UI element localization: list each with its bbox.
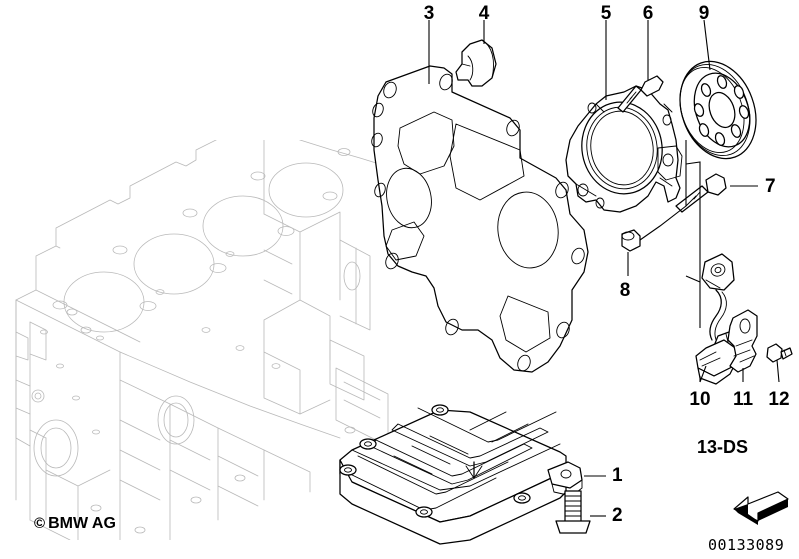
callout-12[interactable]: 12 [768, 389, 790, 410]
callout-9[interactable]: 9 [698, 3, 710, 24]
part-rear-engine-plate-gasket [371, 65, 589, 373]
part-sensor-bracket [727, 309, 758, 373]
part-sealing-plug-cap [455, 39, 497, 87]
part-drive-plate-hub [679, 60, 757, 160]
callout-3[interactable]: 3 [423, 3, 435, 24]
callout-5[interactable]: 5 [600, 3, 612, 24]
callout-6[interactable]: 6 [642, 3, 654, 24]
part-sensor-fixing-screw [766, 343, 793, 363]
leader-10b [699, 365, 707, 383]
callout-4[interactable]: 4 [478, 3, 490, 24]
leader-9 [703, 19, 711, 71]
callout-8[interactable]: 8 [619, 280, 631, 301]
copyright-symbol: © [34, 515, 46, 532]
callout-7[interactable]: 7 [765, 176, 776, 197]
part-crankshaft-rear-seal-housing [565, 85, 683, 213]
part-dowel-sleeve [621, 229, 641, 252]
view-direction-arrow-icon [733, 491, 789, 525]
part-housing-bolt [617, 75, 664, 113]
copyright-notice: ©BMW AG [34, 515, 116, 533]
leader-12 [776, 359, 780, 383]
leader-lines [428, 19, 780, 517]
diagram-id-label: 00133089 [708, 536, 785, 554]
part-hex-flange-bolt [675, 173, 727, 213]
callout-2[interactable]: 2 [612, 505, 623, 526]
engine-cylinder-block [15, 140, 401, 540]
copyright-text: BMW AG [48, 515, 116, 532]
part-baffle-mounting-bolt [555, 490, 591, 534]
group-code-label: 13-DS [697, 437, 749, 457]
callout-10[interactable]: 10 [689, 389, 711, 410]
callout-11[interactable]: 11 [732, 389, 754, 410]
callout-1[interactable]: 1 [612, 465, 623, 486]
part-oil-baffle-windage-tray [339, 404, 583, 545]
